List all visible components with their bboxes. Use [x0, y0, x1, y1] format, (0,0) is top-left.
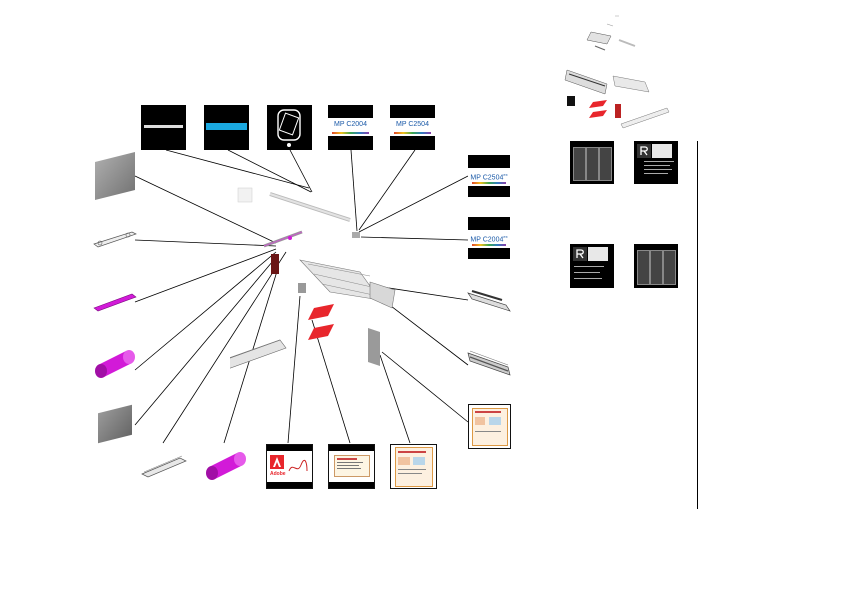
toner-bottle-icon — [277, 109, 301, 147]
adobe-text: Adobe — [270, 471, 286, 477]
model-label-mp-c2504ex: MP C2504ex — [468, 155, 510, 197]
label-thumb-1 — [141, 105, 186, 150]
magenta-rail-part — [93, 293, 137, 312]
central-assembly — [230, 187, 396, 369]
magenta-roller-part-2 — [206, 452, 246, 480]
model-label-mp-c2004: MP C2004 — [328, 105, 373, 150]
instruction-label-1 — [328, 444, 375, 489]
model-suffix: ex — [503, 172, 508, 177]
frame-part-2 — [467, 350, 511, 376]
model-name: MP C2004 — [470, 236, 504, 244]
magenta-roller-part — [95, 350, 135, 378]
adobe-label: Adobe — [266, 444, 313, 489]
model-name: MP C2004 — [334, 121, 367, 128]
signature-mark — [288, 459, 308, 472]
instruction-label-3 — [468, 404, 511, 449]
frame-part-1 — [467, 290, 511, 312]
long-bracket-part — [141, 455, 187, 478]
model-name: MP C2504 — [470, 174, 504, 182]
overview-assembly — [564, 15, 670, 129]
decal-thumb-2 — [634, 141, 678, 184]
vertical-divider — [697, 141, 698, 509]
model-suffix: ex — [503, 234, 508, 239]
adobe-logo-icon — [270, 455, 284, 469]
decal-thumb-3 — [570, 244, 614, 288]
decal-thumb-1 — [570, 141, 614, 184]
model-name: MP C2504 — [396, 121, 429, 128]
label-thumb-2 — [204, 105, 249, 150]
bracket-part — [93, 231, 137, 248]
ricoh-r-icon — [573, 247, 587, 261]
ricoh-r-icon — [637, 144, 651, 158]
instruction-label-2 — [390, 444, 437, 489]
model-label-mp-c2504: MP C2504 — [390, 105, 435, 150]
model-label-mp-c2004ex: MP C2004ex — [468, 217, 510, 259]
decal-thumb-4 — [634, 244, 678, 288]
toner-label-thumb — [267, 105, 312, 150]
